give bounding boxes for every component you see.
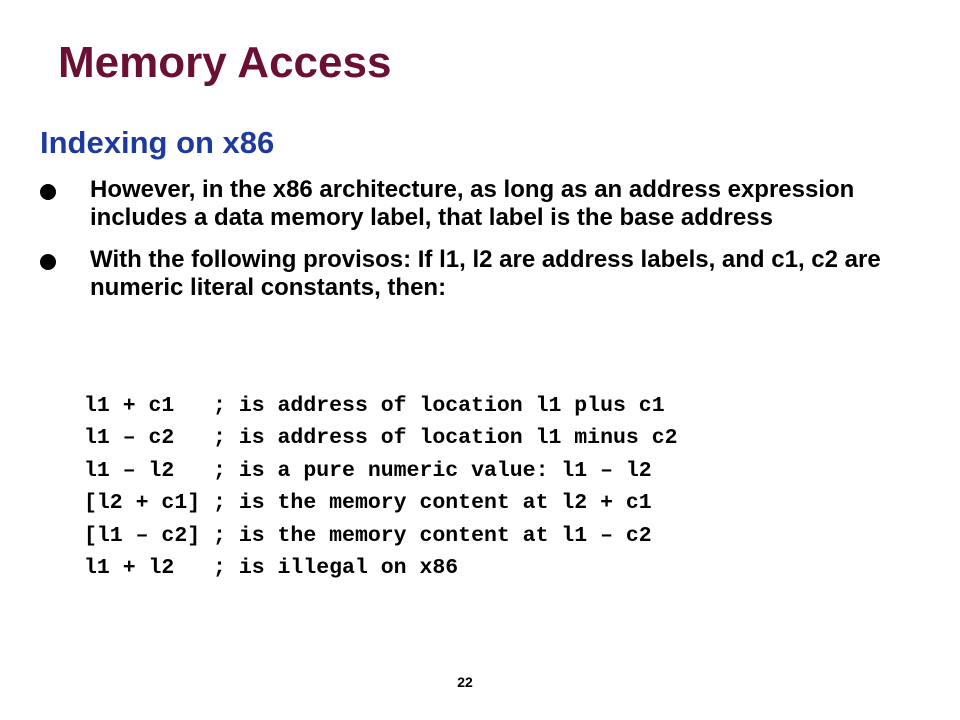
code-line: l1 + c1 ; is address of location l1 plus… (84, 394, 665, 418)
code-line: l1 – c2 ; is address of location l1 minu… (84, 426, 678, 451)
bullet-item: However, in the x86 architecture, as lon… (40, 176, 920, 232)
code-line: l1 + l2 ; is illegal on x86 (84, 556, 459, 581)
section-subtitle: Indexing on x86 (40, 125, 275, 160)
bullet-item: With the following provisos: If l1, l2 a… (40, 246, 920, 302)
bullet-list: However, in the x86 architecture, as lon… (40, 176, 920, 316)
page-number: 22 (457, 674, 473, 690)
code-line: [l1 – c2] ; is the memory content at l1 … (84, 523, 652, 548)
code-block: l1 + c1 ; is address of location l1 plus… (84, 390, 678, 584)
slide-title: Memory Access (58, 38, 392, 87)
code-line: [l2 + c1] ; is the memory content at l2 … (84, 491, 652, 516)
bullet-dot-icon (40, 254, 56, 270)
bullet-dot-icon (40, 184, 56, 200)
bullet-text: With the following provisos: If l1, l2 a… (90, 246, 881, 301)
bullet-text: However, in the x86 architecture, as lon… (90, 176, 855, 231)
code-line: l1 – l2 ; is a pure numeric value: l1 – … (84, 458, 652, 483)
